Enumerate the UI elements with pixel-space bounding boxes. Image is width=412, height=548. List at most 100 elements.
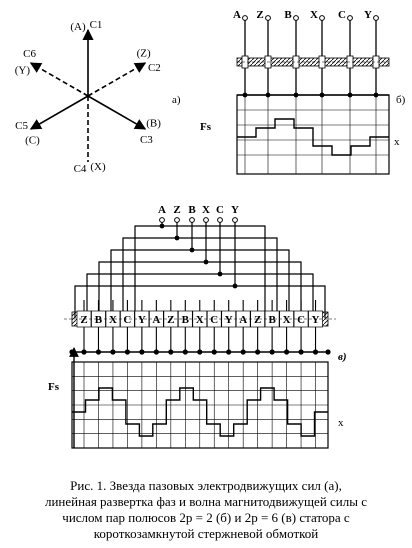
bottom-bus-node-end	[325, 349, 331, 355]
star-phase-label-1: (Z)	[137, 47, 151, 59]
star-vector-label-c5: C5	[15, 120, 28, 132]
bottom-slot-label-9: C	[210, 314, 218, 326]
bottom-bus-node-9	[211, 349, 217, 355]
bottom-terminal-c	[217, 217, 223, 223]
bottom-loop-node-4	[217, 271, 223, 277]
star-vector-label-c6: C6	[23, 48, 36, 60]
bottom-slot-label-3: C	[123, 314, 131, 326]
bottom-phase-label-z: Z	[173, 204, 180, 216]
bottom-loop-5	[74, 285, 326, 318]
bottom-bus-node-3	[124, 349, 131, 355]
bottom-mmf-wave	[72, 387, 328, 437]
bottom-slot-label-16: Y	[312, 314, 320, 326]
top-panel-label: б)	[396, 94, 406, 106]
top-terminal-c	[347, 15, 353, 21]
top-phase-development-2p2: A Z B X C Y Fs x б)	[200, 9, 406, 175]
star-phase-label-5: (Y)	[15, 65, 31, 77]
bottom-slot-label-7: B	[182, 314, 190, 326]
bottom-panel-label: в)	[338, 351, 347, 363]
star-vector-label-c1: C1	[90, 19, 103, 31]
top-x-label: x	[394, 136, 400, 148]
bottom-bus-node-6	[168, 349, 174, 355]
bottom-loop-node-5	[232, 283, 238, 289]
bottom-bus-node-16	[312, 349, 319, 355]
bottom-phase-label-y: Y	[231, 204, 239, 216]
emf-star-diagram: C1(A)C2(Z)C3(B)C4(X)C5(C)C6(Y)	[15, 19, 162, 175]
bottom-phase-label-c: C	[216, 204, 224, 216]
bottom-x-label: x	[338, 417, 344, 429]
bottom-loop-2	[110, 249, 290, 318]
top-phase-label-a: A	[233, 9, 241, 21]
star-vector-label-c4: C4	[74, 163, 87, 175]
bottom-loop-node-0	[159, 223, 165, 229]
bottom-bus-node-0	[81, 349, 87, 355]
star-panel-label: а)	[172, 94, 181, 106]
star-phase-label-4: (C)	[25, 135, 40, 147]
bottom-bus-node-5	[153, 349, 159, 355]
bottom-slot-label-8: X	[196, 314, 204, 326]
bottom-terminal-y	[232, 217, 238, 223]
bottom-terminal-x	[203, 217, 209, 223]
top-phase-label-b: B	[284, 9, 292, 21]
bottom-slot-label-13: B	[268, 314, 276, 326]
top-grid-frame	[236, 94, 390, 175]
bottom-bus-node-12	[255, 349, 261, 355]
bottom-slot-label-15: C	[297, 314, 305, 326]
bottom-phase-label-b: B	[188, 204, 196, 216]
bottom-loop-1	[122, 237, 278, 318]
figure-caption: Рис. 1. Звезда пазовых электродвижущих с…	[0, 478, 412, 542]
star-vector-c5	[29, 95, 89, 130]
bottom-bus-node-14	[283, 349, 290, 355]
bottom-slot-label-2: X	[109, 314, 117, 326]
top-terminal-x	[319, 15, 325, 21]
caption-line-1: Рис. 1. Звезда пазовых электродвижущих с…	[70, 478, 342, 493]
top-phase-label-z: Z	[256, 9, 263, 21]
bottom-phase-label-x: X	[202, 204, 210, 216]
bottom-slot-label-1: B	[95, 314, 103, 326]
bottom-loop-3	[98, 261, 302, 318]
bottom-slot-label-0: Z	[80, 314, 87, 326]
bottom-bus-node-2	[110, 349, 116, 355]
bottom-loop-node-3	[203, 259, 209, 265]
top-terminal-z	[265, 15, 271, 21]
top-terminal-b	[293, 15, 299, 21]
bottom-terminal-a	[159, 217, 165, 223]
bottom-bus-node-7	[182, 349, 188, 355]
bottom-slot-label-5: A	[152, 314, 160, 326]
star-phase-label-3: (X)	[90, 161, 106, 173]
star-phase-label-0: (A)	[70, 21, 86, 33]
bottom-bus-node-1	[95, 349, 102, 355]
star-phase-label-2: (B)	[146, 117, 161, 129]
top-phase-label-c: C	[338, 9, 346, 21]
star-center	[86, 94, 90, 98]
bottom-bus-node-15	[298, 349, 304, 355]
caption-line-2: линейная развертка фаз и волна магнитодв…	[44, 494, 368, 509]
bottom-phase-label-a: A	[158, 204, 166, 216]
bottom-loop-0	[134, 225, 266, 318]
bottom-loop-node-2	[189, 247, 195, 253]
bottom-slot-label-10: Y	[225, 314, 233, 326]
bottom-slot-label-12: Z	[254, 314, 261, 326]
bottom-terminal-b	[189, 217, 195, 223]
bottom-slot-label-4: Y	[138, 314, 146, 326]
caption-line-4: короткозамкнутой стержневой обмоткой	[93, 526, 319, 541]
bottom-bus-node-11	[240, 349, 246, 355]
bottom-bus-node-10	[226, 349, 232, 355]
star-vector-c6	[29, 62, 89, 97]
caption-line-3: числом пар полюсов 2р = 2 (б) и 2р = 6 (…	[62, 510, 350, 525]
bottom-slot-label-11: A	[239, 314, 247, 326]
top-mmf-wave	[237, 118, 389, 156]
star-vector-label-c2: C2	[148, 62, 161, 74]
bottom-bus-node-13	[269, 349, 275, 355]
bottom-bus-node-8	[197, 349, 203, 355]
bottom-loop-4	[86, 273, 314, 318]
bottom-slot-label-6: Z	[167, 314, 174, 326]
star-vector-c3	[87, 95, 147, 130]
bottom-terminal-z	[174, 217, 180, 223]
top-phase-label-x: X	[310, 9, 318, 21]
top-fs-label: Fs	[200, 121, 212, 133]
top-phase-label-y: Y	[364, 9, 372, 21]
bottom-slot-label-14: X	[283, 314, 291, 326]
